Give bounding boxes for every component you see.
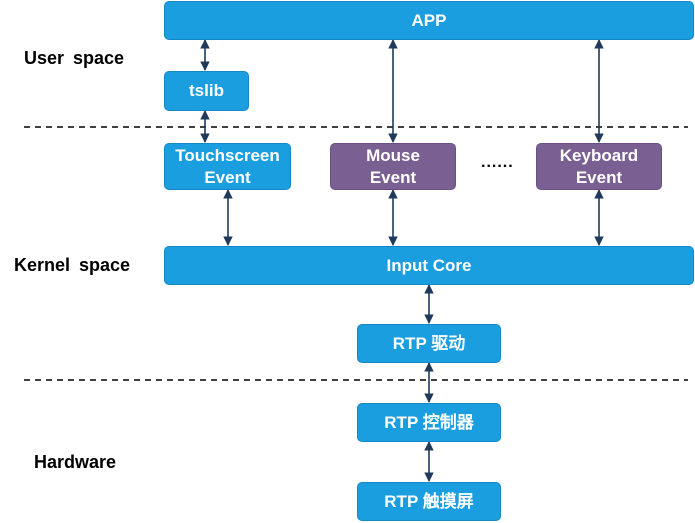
ellipsis-more-events: ......	[481, 154, 514, 171]
node-mouse-event-line1: Mouse	[366, 145, 420, 165]
layer-label-user-space: User space	[24, 48, 125, 68]
node-touchscreen-event-line2: Event	[204, 167, 251, 187]
node-input-core: Input Core	[164, 246, 694, 285]
node-mouse-event-line2: Event	[369, 167, 417, 187]
node-keyboard-event-line1: Keyboard	[559, 145, 639, 165]
node-touchscreen-event: Touchscreen Event	[164, 143, 291, 190]
node-keyboard-event: Keyboard Event	[536, 143, 662, 190]
layer-label-hardware: Hardware	[34, 452, 117, 472]
node-rtp-touchscreen: RTP 触摸屏	[357, 482, 501, 521]
node-tslib: tslib	[164, 71, 249, 111]
node-app: APP	[164, 1, 694, 40]
layer-label-kernel-space: Kernel space	[14, 255, 131, 275]
node-rtp-controller: RTP 控制器	[357, 403, 501, 442]
node-keyboard-event-line2: Event	[575, 167, 623, 187]
node-rtp-driver-label: RTP 驱动	[392, 333, 466, 353]
node-input-core-label: Input Core	[386, 255, 472, 275]
node-rtp-touchscreen-label: RTP 触摸屏	[384, 491, 474, 511]
node-rtp-controller-label: RTP 控制器	[384, 412, 474, 432]
node-tslib-label: tslib	[189, 81, 224, 100]
node-rtp-driver: RTP 驱动	[357, 324, 501, 363]
node-touchscreen-event-line1: Touchscreen	[175, 145, 280, 165]
node-app-label: APP	[411, 10, 447, 30]
node-mouse-event: Mouse Event	[330, 143, 456, 190]
